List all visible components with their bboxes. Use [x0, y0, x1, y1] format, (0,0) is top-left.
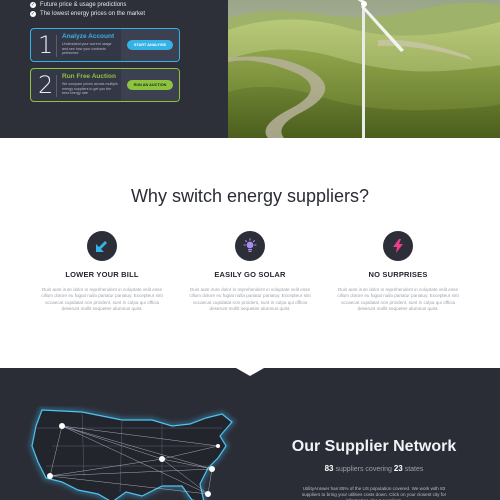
- bullet-item: ✓ Future price & usage predictions: [30, 0, 145, 9]
- run-auction-card: 2 Run Free Auction We compare prices acr…: [30, 68, 180, 102]
- hero-panel: ✓ Future price & usage predictions ✓ The…: [0, 0, 228, 138]
- wind-turbine-photo: [228, 0, 500, 138]
- feature-description: Duis aute irure dolor in reprehendent in…: [337, 287, 459, 311]
- step-description: Understand your current usage and see ho…: [62, 42, 112, 56]
- step-number: 2: [38, 71, 54, 99]
- network-title: Our Supplier Network: [291, 438, 457, 455]
- feature-title: NO SURPRISES: [368, 270, 428, 279]
- feature-bullets: ✓ Future price & usage predictions ✓ The…: [30, 0, 145, 18]
- step-action-area: RUN AN AUCTION: [121, 69, 179, 101]
- supplier-count: 83: [324, 464, 334, 473]
- turbine: [357, 0, 404, 138]
- feature-title: LOWER YOUR BILL: [65, 270, 139, 279]
- hero-section: ✓ Future price & usage predictions ✓ The…: [0, 0, 500, 138]
- step-title: Analyze Account: [62, 33, 115, 40]
- states-label: states: [404, 466, 424, 473]
- lightning-icon: [383, 231, 413, 261]
- sun-icon: [235, 231, 265, 261]
- feature-no-surprises: NO SURPRISES Duis aute irure dolor in re…: [336, 231, 460, 312]
- step-action-area: START ANALYSIS: [121, 29, 179, 61]
- divider: [56, 35, 57, 57]
- check-icon: ✓: [30, 1, 36, 8]
- network-description: UtilityAnswer has 85% of the US populati…: [301, 486, 447, 500]
- step-number: 1: [38, 31, 54, 59]
- us-network-map: [28, 406, 237, 500]
- run-auction-button[interactable]: RUN AN AUCTION: [127, 80, 173, 90]
- network-stats: 83 suppliers covering 23 states: [272, 464, 476, 473]
- step-description: We compare prices across multiple energy…: [62, 82, 118, 96]
- check-icon: ✓: [30, 10, 36, 17]
- step-title: Run Free Auction: [62, 73, 116, 80]
- feature-description: Duis aute irure dolor in reprehendent in…: [189, 287, 311, 311]
- feature-lower-bill: LOWER YOUR BILL Duis aute irure dolor in…: [40, 231, 164, 312]
- suppliers-label: suppliers covering: [335, 466, 392, 473]
- section-title: Why switch energy suppliers?: [130, 186, 370, 206]
- why-switch-section: Why switch energy suppliers? LOWER YOUR …: [0, 138, 500, 368]
- divider: [56, 75, 57, 97]
- feature-title: EASILY GO SOLAR: [214, 270, 286, 279]
- analyze-account-card: 1 Analyze Account Understand your curren…: [30, 28, 180, 62]
- state-count: 23: [393, 464, 403, 473]
- feature-go-solar: EASILY GO SOLAR Duis aute irure dolor in…: [188, 231, 312, 312]
- feature-description: Duis aute irure dolor in reprehendent in…: [41, 287, 163, 311]
- bullet-item: ✓ The lowest energy prices on the market: [30, 9, 145, 18]
- arrow-down-left-icon: [87, 231, 117, 261]
- start-analysis-button[interactable]: START ANALYSIS: [127, 40, 173, 50]
- section-notch: [236, 368, 264, 376]
- supplier-network-section: Our Supplier Network 83 suppliers coveri…: [0, 368, 500, 500]
- bullet-text: The lowest energy prices on the market: [40, 10, 146, 17]
- bullet-text: Future price & usage predictions: [40, 1, 127, 8]
